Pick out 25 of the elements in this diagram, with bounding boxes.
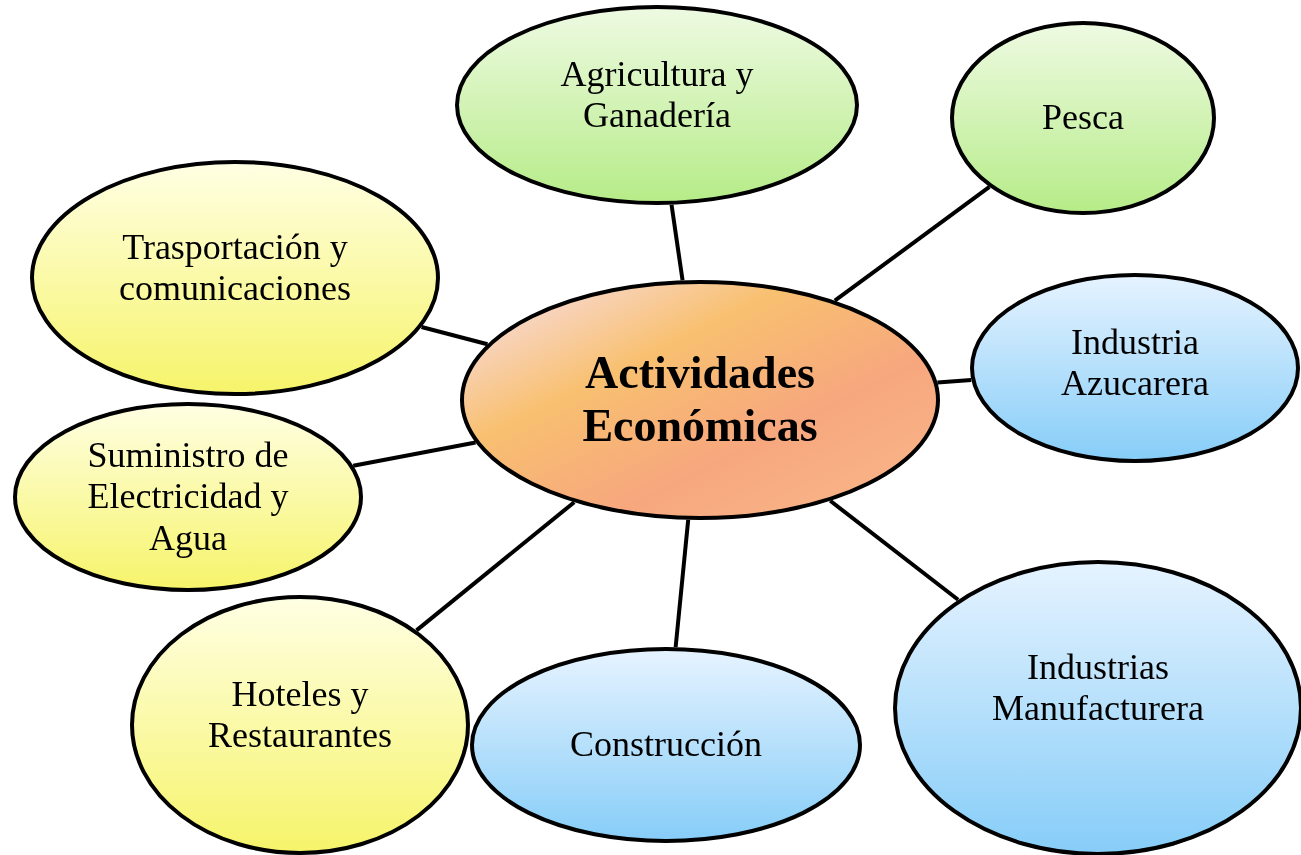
ellipse-node [455, 5, 859, 205]
ellipse-node [13, 402, 363, 592]
ellipse-node [470, 647, 862, 843]
node-label: Construcción [569, 724, 763, 766]
node-label: Industrias Manufacturera [991, 646, 1205, 730]
connector-line [415, 500, 576, 632]
ellipse-node [970, 273, 1300, 463]
node-label: Hoteles y Restaurantes [207, 673, 393, 757]
node-label: Pesca [1041, 97, 1125, 139]
connector-line [833, 185, 991, 303]
ellipse-node [130, 595, 470, 855]
connector-line [669, 204, 685, 281]
node-label: Trasportación y comunicaciones [118, 226, 352, 310]
node-label: Agricultura y Ganadería [559, 53, 755, 137]
connector-line [421, 325, 488, 347]
ellipse-node [950, 21, 1216, 215]
ellipse-node [30, 160, 440, 396]
node-label: Industria Azucarera [1060, 321, 1210, 405]
ellipse-node [460, 280, 940, 520]
connector-line [829, 499, 960, 602]
connector-line [937, 378, 972, 385]
connector-line [352, 440, 476, 468]
node-label: Actividades Económicas [581, 347, 819, 453]
node-label: Suministro de Electricidad y Agua [86, 434, 290, 560]
connector-line [673, 519, 691, 648]
